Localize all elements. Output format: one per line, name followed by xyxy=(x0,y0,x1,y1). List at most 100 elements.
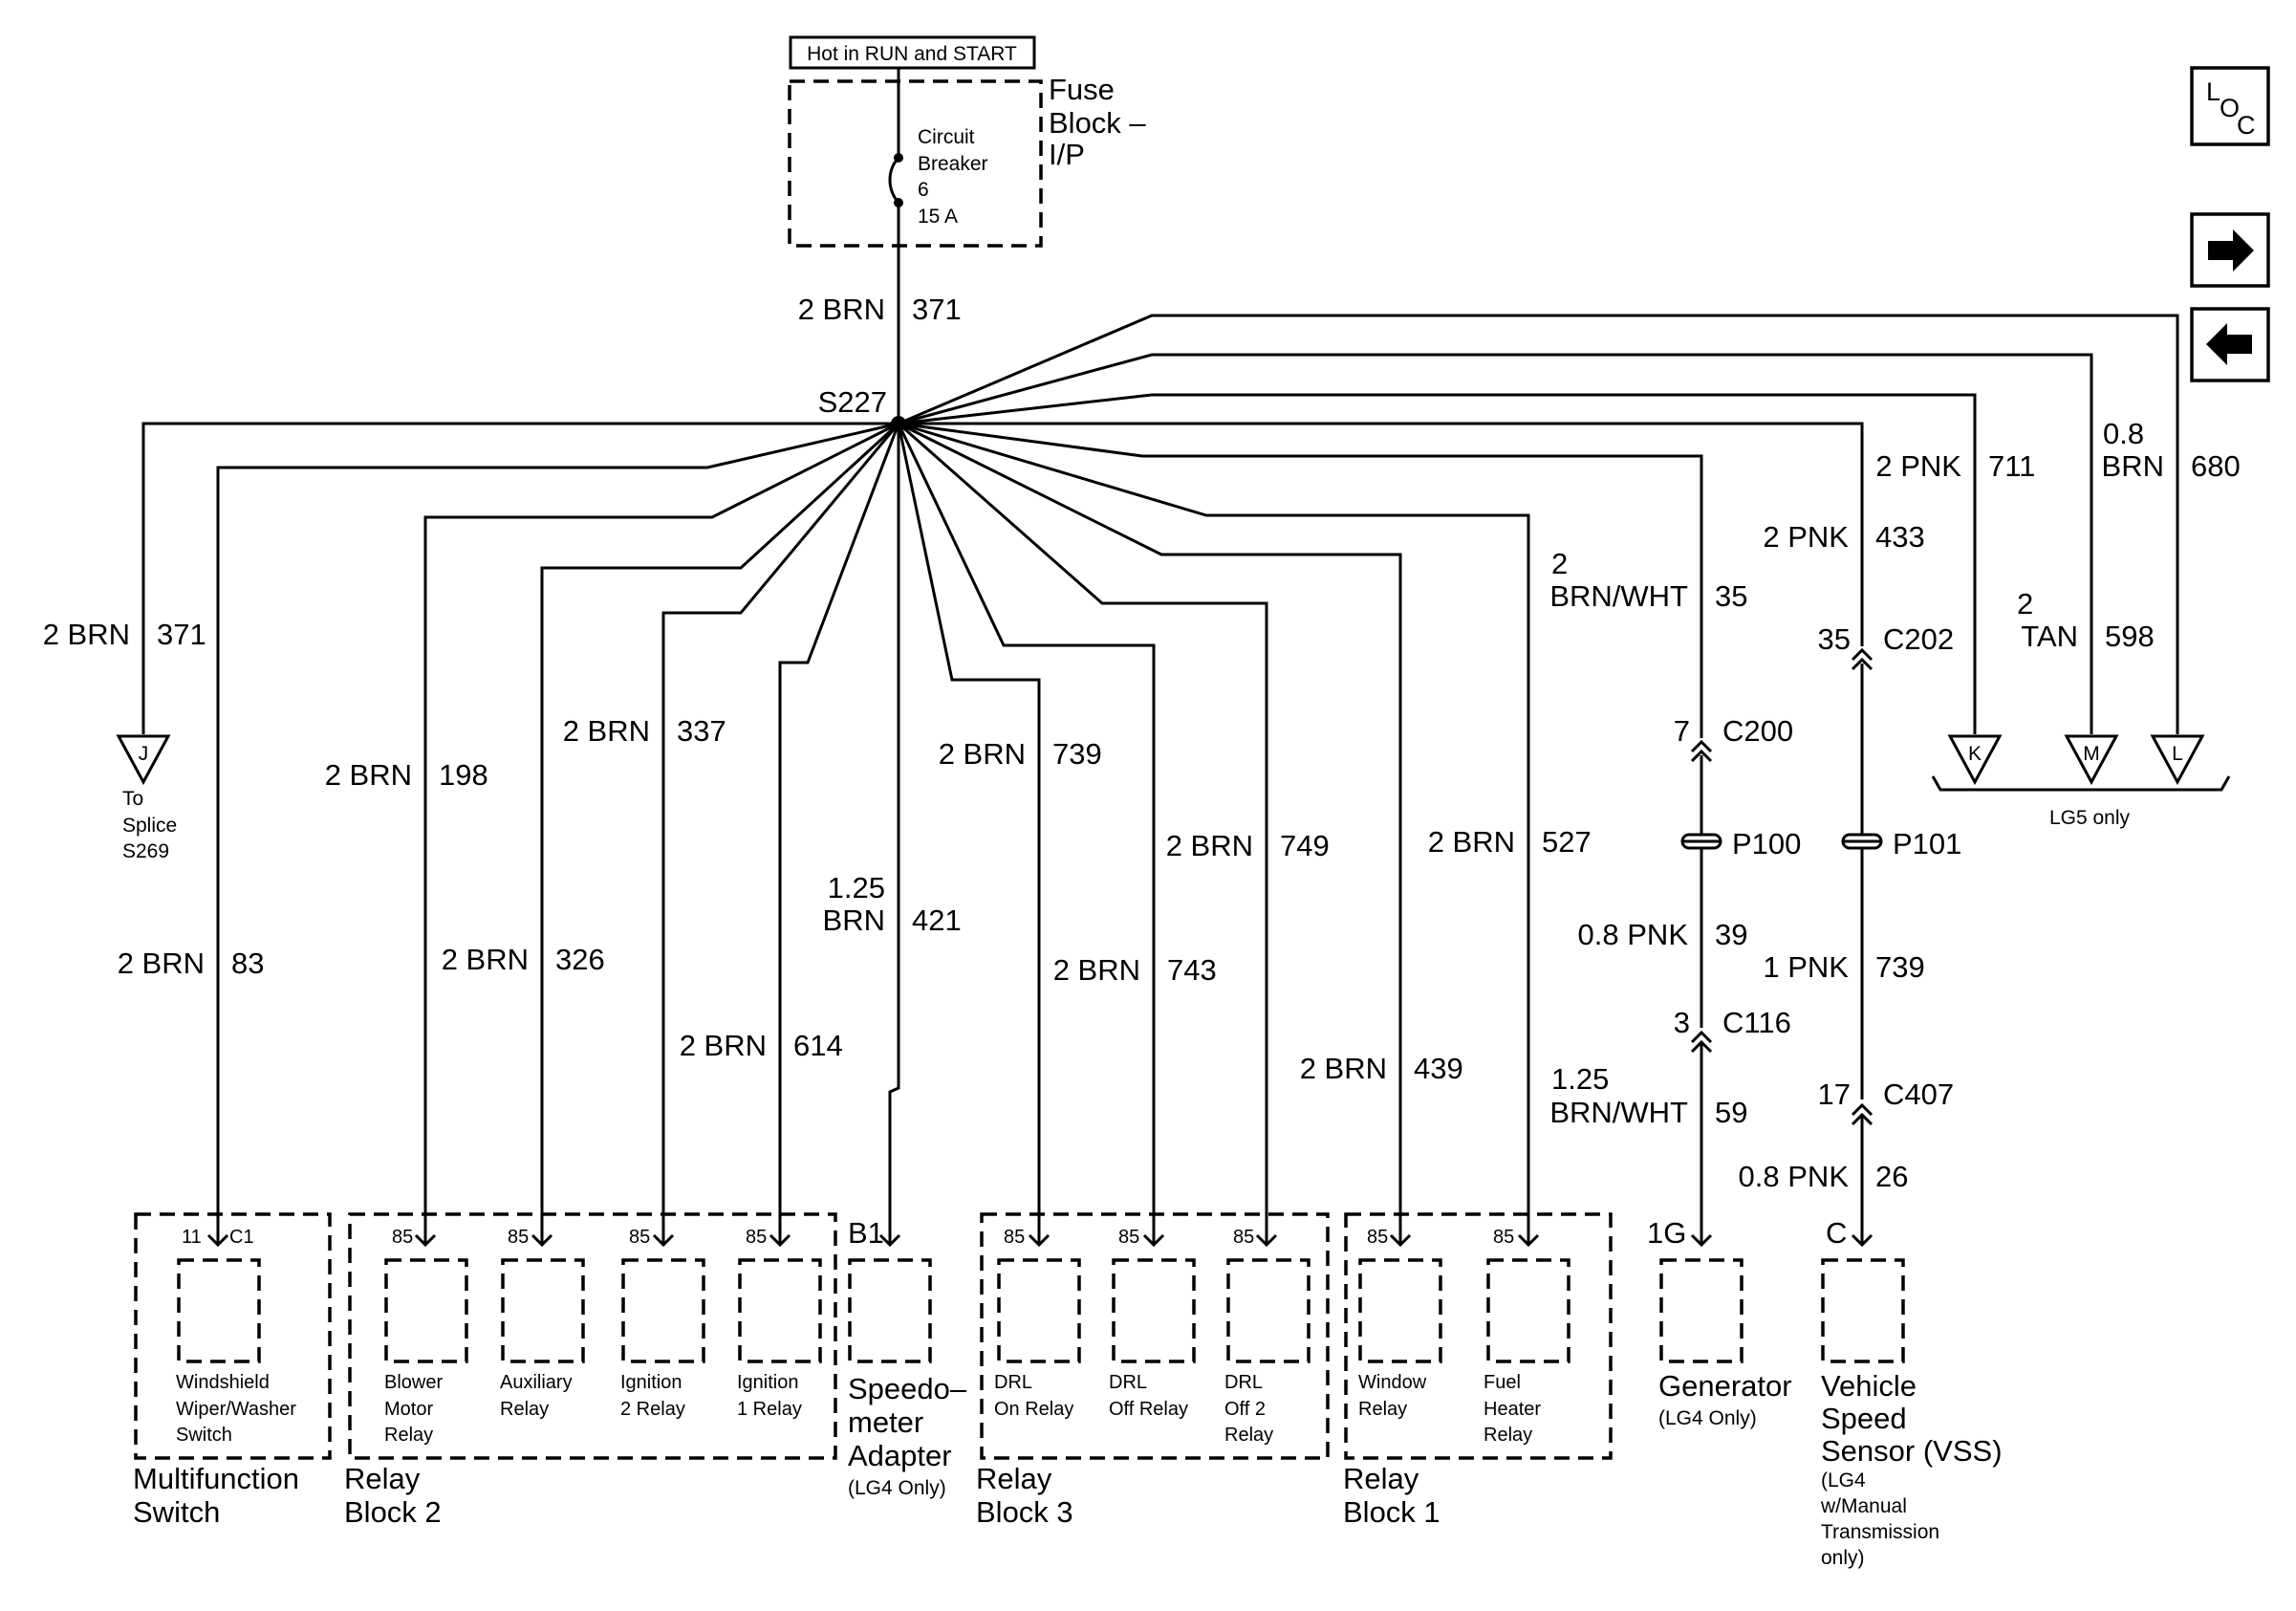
terminal-j-label: J xyxy=(139,743,149,765)
multifunction-pin-11: 11 xyxy=(182,1227,202,1248)
wiper-switch-label-1: Windshield xyxy=(176,1372,270,1393)
j-note-1: To xyxy=(122,788,143,810)
fuel-heater-wire-circuit: 527 xyxy=(1542,825,1592,859)
l-wire-size-2: BRN xyxy=(2102,449,2164,483)
fuse-block-label-3: I/P xyxy=(1049,138,1085,171)
gen-wire2-size: 0.8 PNK xyxy=(1578,918,1689,951)
aux-wire-circuit: 326 xyxy=(555,943,605,976)
relay-block-2-box xyxy=(348,1212,837,1460)
gen-wire1-size-1: 2 xyxy=(1551,547,1568,580)
drl-off-relay-label-1: DRL xyxy=(1109,1372,1147,1393)
wiper-switch-box xyxy=(177,1258,261,1363)
vss-label-2: Speed xyxy=(1821,1402,1907,1435)
aux-wire-size: 2 BRN xyxy=(442,943,529,976)
gen-wire3-circuit: 59 xyxy=(1715,1096,1747,1129)
l-wire-circuit: 680 xyxy=(2191,449,2241,483)
svg-text:C: C xyxy=(2237,111,2256,140)
fuse-block-label-2: Block – xyxy=(1049,106,1146,140)
k-wire-circuit: 711 xyxy=(1988,449,2035,483)
window-relay-box xyxy=(1358,1258,1442,1363)
relay-block-1-label-1: Relay xyxy=(1343,1462,1419,1495)
speedo-note: (LG4 Only) xyxy=(848,1477,946,1499)
lg5-bracket xyxy=(1931,775,2231,792)
vss-note-3: Transmission xyxy=(1821,1521,1939,1543)
fuel-heater-relay-label-2: Heater xyxy=(1484,1399,1541,1420)
hot-label-box xyxy=(789,35,1036,70)
forward-arrow-icon[interactable] xyxy=(2190,212,2270,288)
terminal-l-label: L xyxy=(2172,743,2183,765)
gen-wire3-size-2: BRN/WHT xyxy=(1549,1096,1688,1129)
relay-block-1-label-2: Block 1 xyxy=(1343,1495,1440,1529)
k-wire-size: 2 PNK xyxy=(1875,449,1961,483)
terminal-m-label: M xyxy=(2083,743,2100,765)
loc-icon[interactable]: L O C xyxy=(2190,66,2270,146)
gen-wire3-size-1: 1.25 xyxy=(1551,1062,1609,1096)
lg5-note: LG5 only xyxy=(2049,807,2131,829)
wiper-switch-label-3: Switch xyxy=(176,1425,232,1446)
vss-wire1-circuit: 433 xyxy=(1875,520,1925,554)
vss-wire3-size: 0.8 PNK xyxy=(1739,1160,1850,1193)
blower-relay-label-2: Motor xyxy=(384,1399,433,1420)
speedo-wire-size-2: BRN xyxy=(823,903,885,937)
m-wire-size-1: 2 xyxy=(2017,587,2033,620)
c202-connector xyxy=(1851,647,1874,671)
feed-wire-size: 2 BRN xyxy=(798,293,885,326)
vss-label-3: Sensor (VSS) xyxy=(1821,1434,2003,1468)
c200-pin: 7 xyxy=(1674,714,1690,748)
back-arrow-icon[interactable] xyxy=(2190,307,2270,382)
ign1-wire-circuit: 614 xyxy=(793,1029,843,1062)
vss-wire2-circuit: 739 xyxy=(1875,950,1925,984)
ign1-relay-pin: 85 xyxy=(746,1227,767,1248)
c116-label: C116 xyxy=(1722,1006,1791,1039)
generator-terminal: 1G xyxy=(1647,1216,1686,1250)
relay-block-2-label-2: Block 2 xyxy=(344,1495,442,1529)
ign1-wire-size: 2 BRN xyxy=(680,1029,767,1062)
drl-off2-relay-box xyxy=(1226,1258,1310,1363)
drl-off2-wire-circuit: 749 xyxy=(1280,829,1330,862)
ign1-relay-box xyxy=(738,1258,822,1363)
j-wire-size: 2 BRN xyxy=(43,618,130,651)
breaker-label-4: 15 A xyxy=(918,206,958,228)
m-wire-size-2: TAN xyxy=(2021,620,2078,653)
generator-label: Generator xyxy=(1658,1369,1792,1403)
terminal-l xyxy=(2150,734,2205,786)
aux-relay-pin: 85 xyxy=(508,1227,529,1248)
ign1-relay-label-2: 1 Relay xyxy=(737,1399,802,1420)
ign2-wire-size: 2 BRN xyxy=(563,714,650,748)
speedo-pin: B1 xyxy=(848,1216,884,1250)
drl-off-relay-pin: 85 xyxy=(1118,1227,1139,1248)
speedo-wire-circuit: 421 xyxy=(912,903,962,937)
drl-off-wire-circuit: 743 xyxy=(1167,953,1217,987)
window-relay-pin: 85 xyxy=(1367,1227,1388,1248)
drl-on-relay-pin: 85 xyxy=(1004,1227,1025,1248)
fuel-heater-relay-box xyxy=(1486,1258,1570,1363)
gen-wire1-circuit: 35 xyxy=(1715,579,1747,613)
ign2-relay-box xyxy=(621,1258,705,1363)
j-wire-circuit: 371 xyxy=(157,618,206,651)
fuse-block-box xyxy=(788,79,1043,248)
feed-wire-circuit: 371 xyxy=(912,293,962,326)
terminal-j xyxy=(116,734,171,786)
speedo-label-1: Speedo– xyxy=(848,1372,967,1405)
drl-on-relay-box xyxy=(997,1258,1081,1363)
c116-pin: 3 xyxy=(1674,1006,1690,1039)
blower-relay-pin: 85 xyxy=(392,1227,413,1248)
splice-label: S227 xyxy=(818,385,887,419)
drl-on-wire-circuit: 739 xyxy=(1052,737,1102,771)
terminal-m xyxy=(2064,734,2119,786)
relay-block-1-box xyxy=(1344,1212,1613,1460)
multifunction-pin-c1: C1 xyxy=(229,1227,254,1248)
ign1-relay-label-1: Ignition xyxy=(737,1372,799,1393)
drl-off2-relay-label-1: DRL xyxy=(1224,1372,1263,1393)
c116-connector xyxy=(1690,1030,1713,1054)
fuel-heater-wire-size: 2 BRN xyxy=(1428,825,1515,859)
breaker-terminal xyxy=(894,153,903,163)
vss-note-2: w/Manual xyxy=(1820,1495,1907,1517)
wiper-switch-label-2: Wiper/Washer xyxy=(176,1399,296,1420)
window-wire-circuit: 439 xyxy=(1414,1052,1463,1085)
p101-label: P101 xyxy=(1893,827,1961,860)
multifunction-label-2: Switch xyxy=(133,1495,220,1529)
drl-on-relay-label-2: On Relay xyxy=(994,1399,1073,1420)
drl-off-relay-box xyxy=(1112,1258,1196,1363)
ign2-relay-label-1: Ignition xyxy=(620,1372,682,1393)
